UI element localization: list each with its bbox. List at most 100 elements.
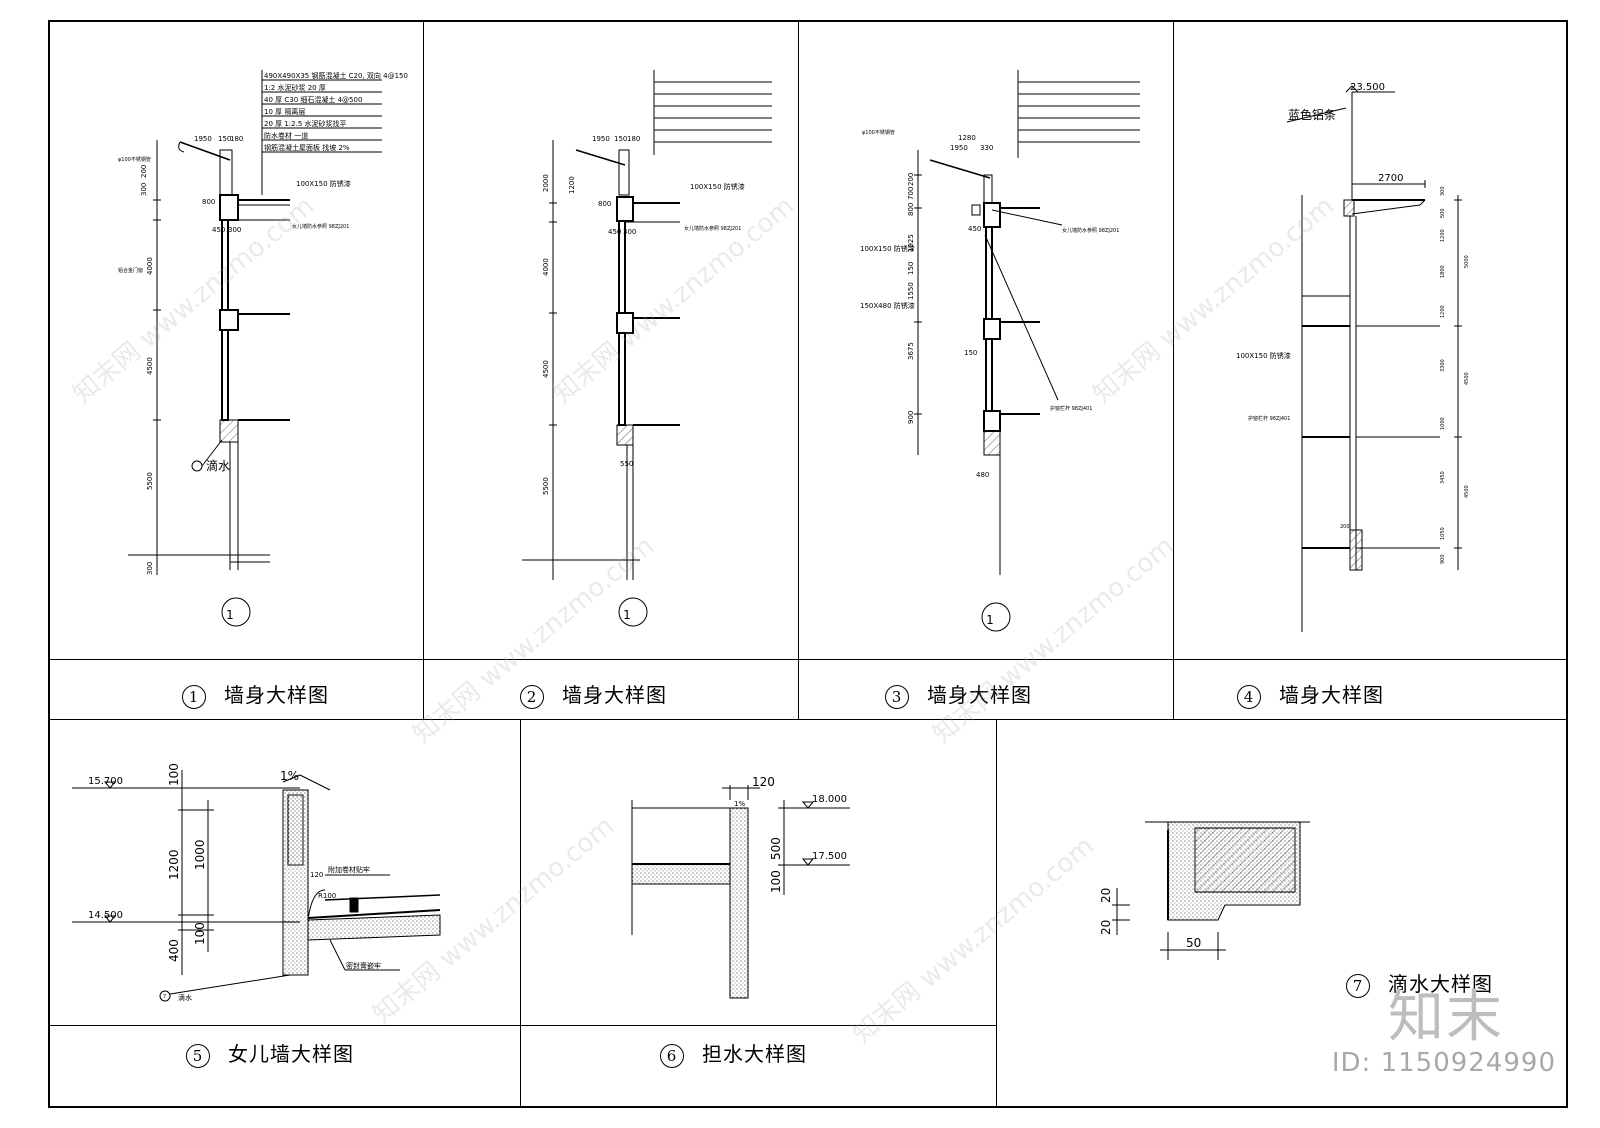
row-divider-upper — [48, 659, 1568, 660]
dim-150: 150 — [907, 262, 915, 275]
dim-5500: 5500 — [542, 477, 550, 495]
label-rust-paint: 100X150 防锈漆 — [296, 179, 351, 188]
dim-300b: 300 — [228, 226, 241, 234]
dim-50: 50 — [1186, 936, 1201, 950]
section-bubble-number: 1 — [623, 608, 631, 622]
dim-4000: 4000 — [542, 258, 550, 276]
label-guard-rail: 护窗栏杆 98ZJ401 — [1050, 405, 1092, 412]
dim-800: 800 — [907, 203, 915, 216]
dim-1950: 1950 — [194, 135, 212, 143]
dim-450: 450 — [968, 225, 981, 233]
panel-parapet-detail — [72, 770, 441, 1002]
panel-drip-detail — [1112, 821, 1310, 960]
panel-gutter-detail — [631, 785, 850, 999]
note-2: 1:2 水泥砂浆 20 厚 — [264, 83, 326, 92]
dim-100: 100 — [167, 763, 181, 786]
dim-3300: 3300 — [1440, 359, 1446, 372]
col-divider-4 — [520, 719, 521, 1108]
dim-450: 450 — [608, 228, 621, 236]
label-parapet-ref: 女儿墙防水参照 98ZJ201 — [1062, 227, 1119, 234]
section-bubble-number: 1 — [226, 608, 234, 622]
elevation-14500: 14.500 — [88, 910, 123, 921]
label-steel-pipe: φ100不锈钢管 — [862, 129, 895, 136]
brand-logo: 知末 — [1388, 985, 1504, 1050]
label-rust-paint-2: 150X480 防锈漆 — [860, 301, 915, 310]
caption-text: 担水大样图 — [702, 1042, 807, 1066]
note-6: 防水卷材 一道 — [264, 131, 308, 140]
dim-100b: 100 — [193, 922, 207, 945]
caption-text: 女儿墙大样图 — [228, 1042, 354, 1066]
dim-1925: 1925 — [907, 234, 915, 252]
dim-200: 200 — [140, 165, 148, 178]
caption-number: 4 — [1237, 684, 1261, 709]
dim-5500: 5500 — [146, 472, 154, 490]
dim-4000: 4000 — [146, 257, 154, 275]
label-parapet-ref: 女儿墙防水参照 98ZJ201 — [292, 223, 349, 230]
dim-500: 500 — [1440, 208, 1446, 218]
dim-800: 800 — [598, 200, 611, 208]
col-divider-2 — [798, 20, 799, 720]
elevation-17500: 17.500 — [812, 851, 847, 862]
dim-20: 20 — [1099, 888, 1113, 903]
dim-900: 900 — [907, 411, 915, 424]
dim-200: 200 — [907, 173, 915, 186]
panel-wall-detail-1: 490X490X35 钢筋混凝土 C20, 双向 4@150 1:2 水泥砂浆 … — [128, 70, 408, 627]
dim-200: 200 — [1340, 524, 1350, 530]
label-blue-aluminum-strip: 蓝色铝条 — [1288, 107, 1336, 122]
label-drip: 滴水 — [178, 993, 192, 1002]
col-divider-1 — [423, 20, 424, 720]
label-sealant: 密封膏嵌牢 — [346, 961, 381, 970]
dim-400: 400 — [167, 939, 181, 962]
dim-1200: 1200 — [568, 176, 576, 194]
dim-150: 150 — [614, 135, 627, 143]
row-divider-middle — [48, 719, 1568, 720]
dim-480: 480 — [976, 471, 989, 479]
dim-150: 150 — [218, 135, 231, 143]
notes-block — [261, 70, 382, 195]
dim-4500: 4500 — [542, 360, 550, 378]
dim-1050: 1050 — [1440, 527, 1446, 540]
elevation-15700: 15.700 — [88, 776, 123, 787]
dim-1000: 1000 — [1440, 417, 1446, 430]
drip-ref-number: 7 — [163, 994, 166, 1000]
dim-1800: 1800 — [1440, 265, 1446, 278]
panel-wall-detail-4 — [1286, 85, 1462, 632]
dim-1200b: 1200 — [1440, 305, 1446, 318]
col-divider-5 — [996, 719, 997, 1108]
elevation-18000: 18.000 — [812, 794, 847, 805]
section-bubble — [221, 597, 251, 627]
label-r100: R100 — [318, 892, 336, 900]
dim-300: 300 — [1440, 186, 1446, 196]
roof-beam — [219, 194, 239, 221]
dim-120: 120 — [310, 871, 323, 879]
dim-450: 450 — [212, 226, 225, 234]
note-3: 40 厚 C30 细石混凝土 4@500 — [264, 95, 362, 104]
caption-text: 墙身大样图 — [562, 683, 667, 707]
id-tag: ID: 1150924990 — [1331, 1048, 1556, 1078]
dim-1200: 1200 — [1440, 229, 1446, 242]
dim-20b: 20 — [1099, 920, 1113, 935]
elevation-23500: 23.500 — [1350, 82, 1385, 93]
dim-300: 300 — [140, 183, 148, 196]
label-window: 铝合金门窗 — [118, 267, 143, 274]
dim-4500: 4500 — [146, 357, 154, 375]
dim-2700: 2700 — [1378, 173, 1403, 184]
dim-150b: 150 — [964, 349, 977, 357]
panel-wall-detail-3 — [914, 70, 1140, 632]
dim-120: 120 — [752, 775, 775, 789]
dim-900: 900 — [1440, 554, 1446, 564]
label-steel-pipe: φ100不锈钢管 — [118, 156, 151, 163]
note-1: 490X490X35 钢筋混凝土 C20, 双向 4@150 — [264, 71, 408, 80]
caption-text: 滴水大样图 — [1388, 972, 1493, 996]
label-rust-paint: 100X150 防锈漆 — [860, 244, 915, 253]
dim-1950: 1950 — [950, 144, 968, 152]
label-rust-paint: 100X150 防锈漆 — [690, 182, 745, 191]
caption-number: 3 — [885, 684, 909, 709]
label-rust-paint: 100X150 防锈漆 — [1236, 351, 1291, 360]
dim-550: 550 — [620, 460, 633, 468]
